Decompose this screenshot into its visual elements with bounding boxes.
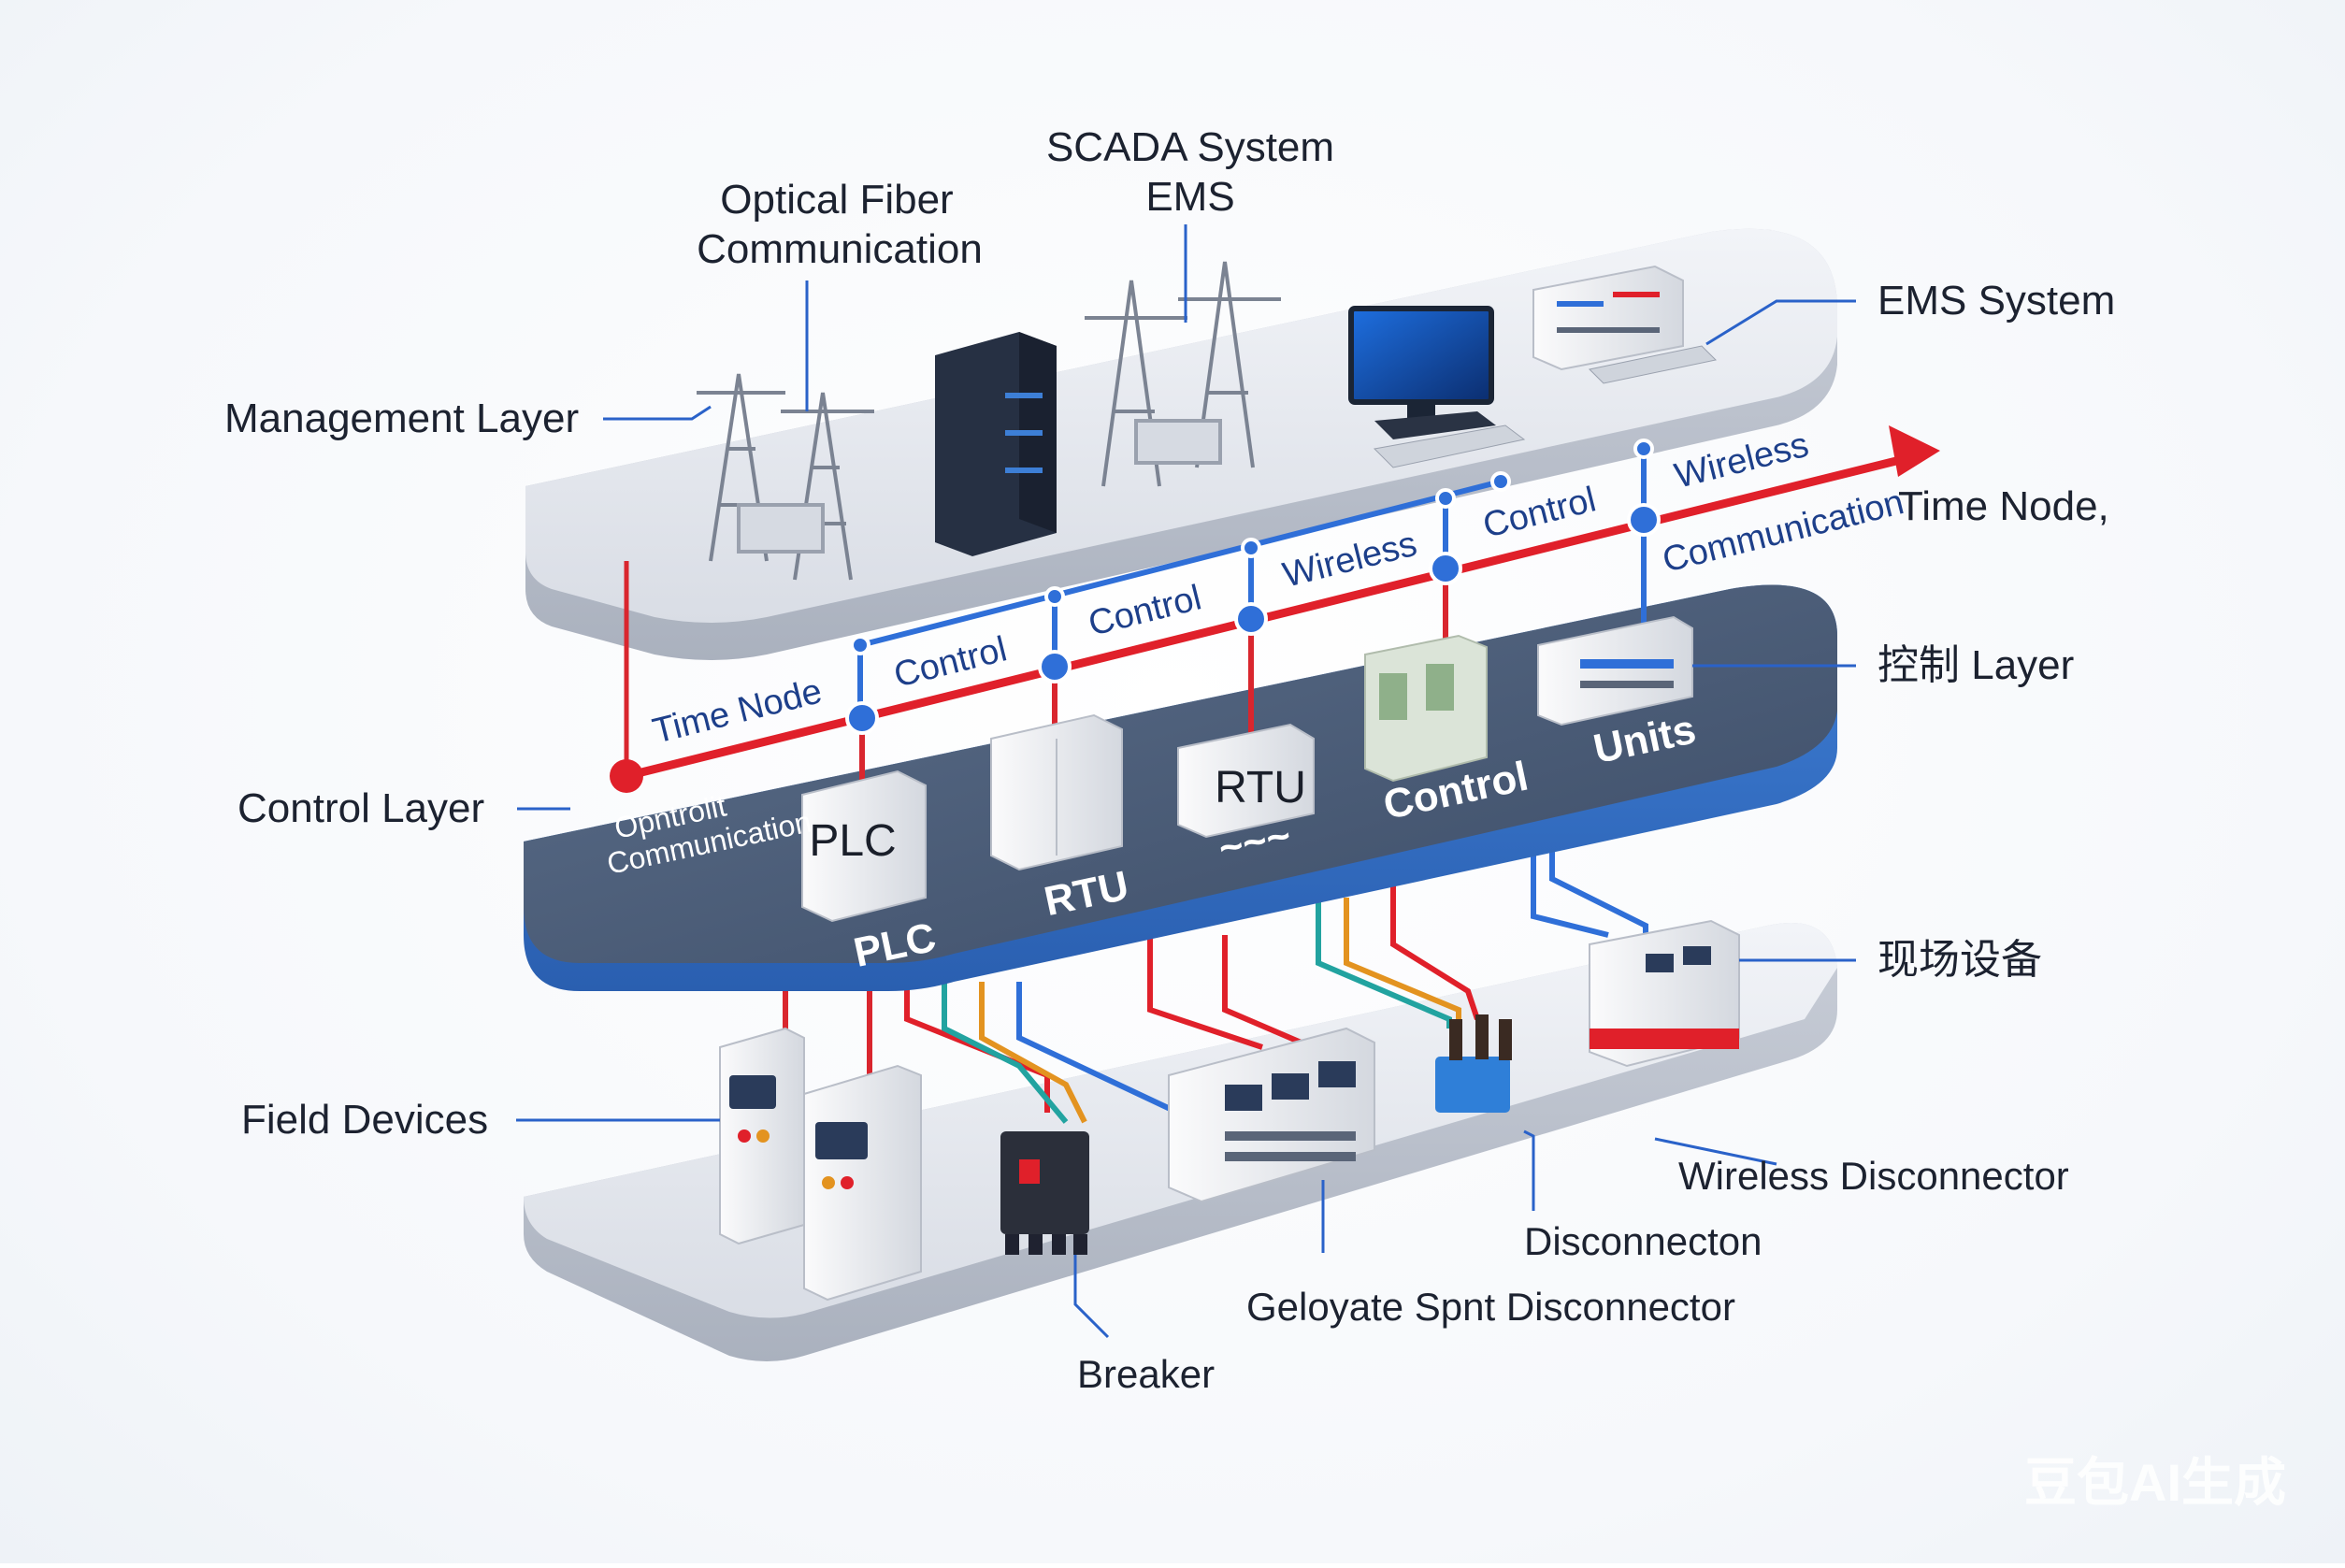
- transmission-tower-1: [697, 373, 874, 581]
- breaker-device: [1000, 1131, 1089, 1255]
- control-layer-label: Control Layer: [237, 785, 484, 831]
- ems-system-label: EMS System: [1877, 278, 2115, 324]
- rtu-unit: RTU: [1177, 723, 1315, 839]
- units-device: [1537, 615, 1693, 726]
- rtu-box-label: RTU: [1215, 763, 1306, 813]
- communication-wire-label: Communication: [1659, 482, 1907, 581]
- relay-panel-device: [1168, 1027, 1375, 1203]
- transmission-tower-2: [1085, 261, 1281, 487]
- rtu-cabinet: [990, 713, 1123, 871]
- server-rack: [935, 332, 1057, 556]
- field-cabinet-1: [719, 1027, 805, 1245]
- optical-communication-label: Communication: [697, 226, 983, 272]
- leader-lines: [516, 224, 1856, 1339]
- geloyate-disconnector-label: Geloyate Spnt Disconnector: [1246, 1285, 1735, 1329]
- optical-fiber-label: Optical Fiber: [720, 177, 953, 223]
- scada-ems-label: EMS: [1145, 174, 1234, 220]
- breaker-label: Breaker: [1077, 1352, 1215, 1396]
- control-layer-cn-label: 控制 Layer: [1877, 642, 2074, 688]
- wireless-disconnector-label: Wireless Disconnector: [1678, 1154, 2069, 1198]
- disconnector-device: [1435, 1014, 1512, 1113]
- plc-box-label: PLC: [809, 816, 896, 866]
- time-arrow-head: [1889, 425, 1940, 477]
- management-layer-label: Management Layer: [224, 396, 579, 441]
- disconnecton-label: Disconnecton: [1524, 1219, 1762, 1263]
- time-origin-node: [610, 759, 643, 793]
- ems-server-unit: [1532, 265, 1718, 384]
- watermark: 豆包AI生成: [2024, 1453, 2286, 1512]
- control-cabinet: [1364, 634, 1488, 783]
- field-cabinet-2: [803, 1064, 922, 1302]
- control-nodes: [845, 439, 1661, 735]
- field-devices-cn-label: 现场设备: [1877, 937, 2042, 983]
- time-node-right-label: Time Node,: [1898, 483, 2109, 529]
- time-node-left-label: Time Node: [649, 671, 826, 751]
- plc-unit: PLC: [801, 770, 927, 923]
- monitor-workstation: [1348, 306, 1526, 468]
- scada-label: SCADA System: [1046, 124, 1334, 170]
- wireless-disconnector-device: [1589, 919, 1740, 1068]
- field-devices-label: Field Devices: [241, 1097, 488, 1143]
- field-wires: [783, 832, 1648, 1124]
